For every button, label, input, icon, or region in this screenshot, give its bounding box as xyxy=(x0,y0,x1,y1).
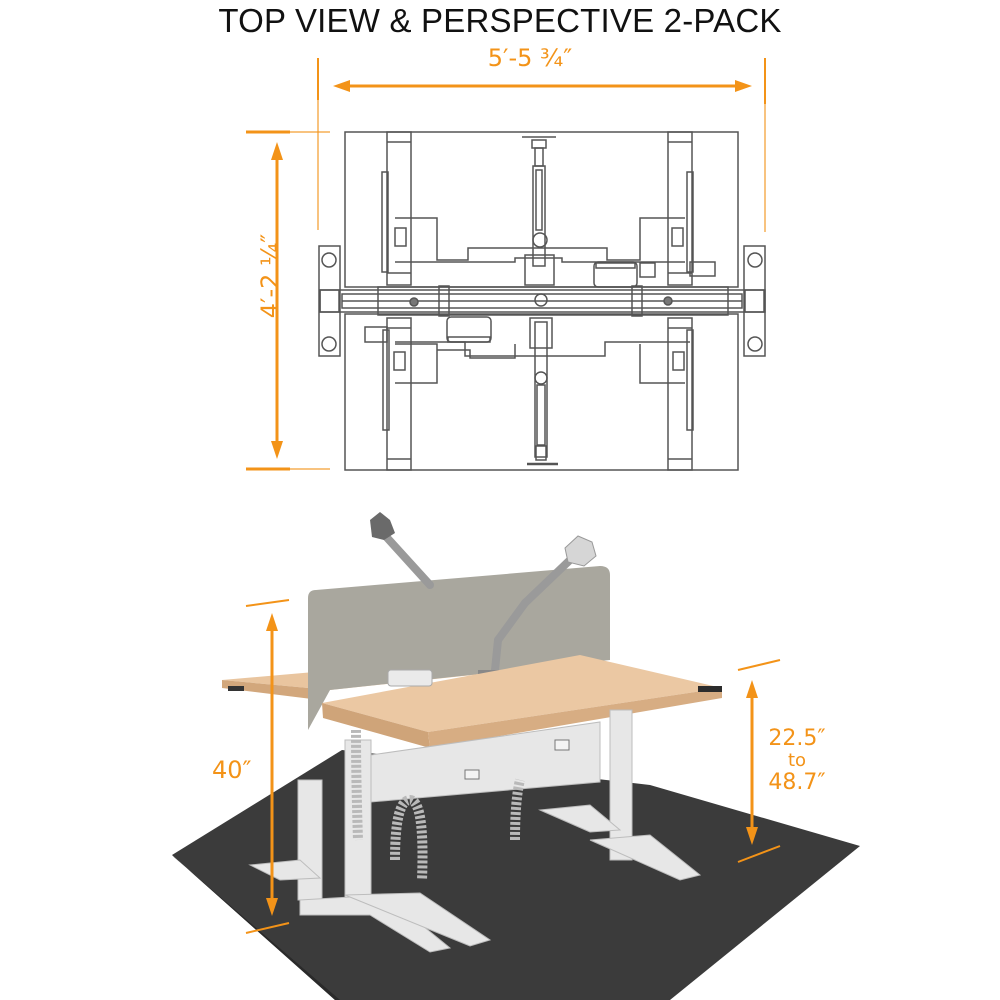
height-range-sep: to xyxy=(787,750,807,771)
height-range-max: 48.7″ xyxy=(768,770,826,795)
height-40-dimension-line xyxy=(245,599,290,934)
desk-outline-top xyxy=(318,131,766,471)
overall-height-label: 40″ xyxy=(212,756,252,784)
depth-dimension-line xyxy=(246,130,330,471)
height-range-min: 22.5″ xyxy=(768,726,826,751)
depth-dimension-label: 4′-2 ¼″ xyxy=(256,233,284,319)
width-dimension-label: 5′-5 ¾″ xyxy=(487,44,573,72)
height-range-label: 22.5″ to 48.7″ xyxy=(756,728,838,794)
width-dimension-line xyxy=(317,58,766,232)
height-range-dimension-line xyxy=(737,659,781,863)
perspective-desk-illustration xyxy=(172,512,860,1000)
page-title: TOP VIEW & PERSPECTIVE 2-PACK xyxy=(218,2,782,39)
